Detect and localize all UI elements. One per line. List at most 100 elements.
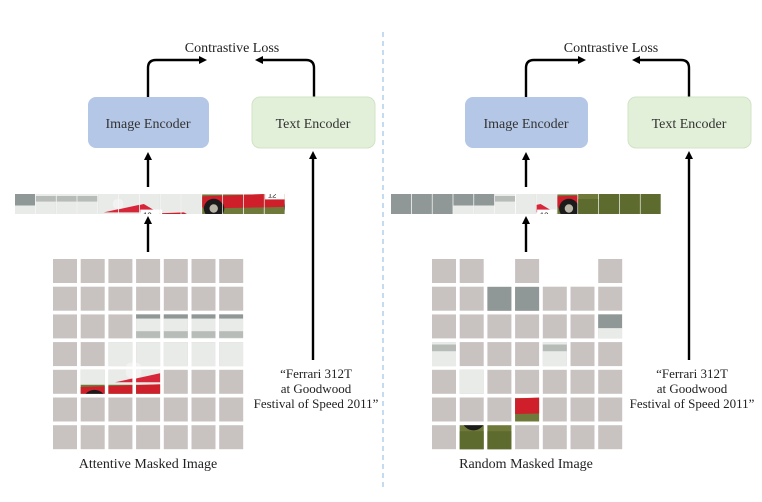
- attentive-masked-image-label: Attentive Masked Image: [79, 457, 217, 472]
- masked-patch: [53, 369, 77, 394]
- masked-patch: [570, 425, 595, 450]
- masked-patch: [191, 259, 216, 283]
- caption-line-3: Festival of Speed 2011”: [630, 396, 755, 411]
- masked-patch: [53, 397, 77, 422]
- masked-patch: [219, 397, 244, 422]
- image-encoder-label: Image Encoder: [483, 117, 568, 132]
- text-encoder-label: Text Encoder: [652, 117, 727, 132]
- arrow-icon: [524, 56, 586, 97]
- text-encoder-box: [627, 96, 752, 149]
- masked-patch: [432, 314, 456, 339]
- masked-patch: [515, 369, 540, 394]
- masked-patch: [598, 397, 623, 422]
- masked-patch: [108, 286, 133, 311]
- masked-patch: [598, 425, 623, 450]
- masked-patch: [163, 286, 188, 311]
- masked-patch: [219, 259, 244, 283]
- masked-patch: [191, 286, 216, 311]
- image-encoder-box: [465, 97, 588, 148]
- masked-patch: [432, 425, 456, 450]
- masked-patch: [80, 342, 105, 367]
- masked-patch: [542, 286, 567, 311]
- masked-patch: [459, 342, 484, 367]
- masked-patch: [432, 369, 456, 394]
- masked-patch: [487, 369, 512, 394]
- masked-patch: [53, 342, 77, 367]
- masked-patch: [570, 286, 595, 311]
- masked-patch: [598, 369, 623, 394]
- masked-patch: [108, 425, 133, 450]
- masked-patch: [515, 259, 540, 283]
- arrow-icon: [255, 56, 316, 97]
- masked-patch: [432, 259, 456, 283]
- image-encoder-label: Image Encoder: [105, 117, 190, 132]
- masked-patch: [570, 342, 595, 367]
- masked-patch: [542, 397, 567, 422]
- contrastive-loss-label: Contrastive Loss: [185, 41, 280, 56]
- masked-patch: [163, 369, 188, 394]
- masked-patch: [570, 397, 595, 422]
- masked-patch: [136, 259, 161, 283]
- masked-patch: [136, 397, 161, 422]
- caption-line-2: at Goodwood: [281, 381, 352, 396]
- caption-text: “Ferrari 312T at Goodwood Festival of Sp…: [630, 366, 755, 411]
- masked-patch: [219, 425, 244, 450]
- random-masked-image-label: Random Masked Image: [459, 457, 593, 472]
- right-panel: Contrastive Loss Image Encoder Text Enco…: [391, 41, 755, 472]
- masked-patch: [459, 314, 484, 339]
- text-encoder-box: [251, 96, 376, 149]
- masked-patch: [136, 286, 161, 311]
- masked-patch: [598, 342, 623, 367]
- masked-patch: [191, 425, 216, 450]
- masked-patch: [80, 425, 105, 450]
- contrastive-loss-label: Contrastive Loss: [564, 41, 659, 56]
- attentive-masked-grid: [53, 259, 244, 450]
- masked-patch: [53, 314, 77, 339]
- masked-patch: [598, 286, 623, 311]
- caption-line-2: at Goodwood: [657, 381, 728, 396]
- masked-patch: [487, 397, 512, 422]
- masked-patch: [136, 425, 161, 450]
- masked-patch: [570, 369, 595, 394]
- caption-line-3: Festival of Speed 2011”: [254, 396, 379, 411]
- masked-patch: [53, 286, 77, 311]
- masked-patch: [53, 259, 77, 283]
- masked-patch: [108, 314, 133, 339]
- masked-patch: [542, 314, 567, 339]
- masked-patch: [459, 397, 484, 422]
- masked-patch: [570, 314, 595, 339]
- text-encoder-label: Text Encoder: [276, 117, 351, 132]
- masked-patch: [515, 342, 540, 367]
- masked-patch: [515, 425, 540, 450]
- masked-patch: [163, 397, 188, 422]
- masked-patch: [219, 286, 244, 311]
- masked-patch: [459, 259, 484, 283]
- masked-patch: [219, 369, 244, 394]
- masked-patch: [542, 425, 567, 450]
- masked-patch: [432, 397, 456, 422]
- image-encoder-box: [88, 97, 209, 148]
- masked-patch: [163, 259, 188, 283]
- masked-patch: [163, 425, 188, 450]
- random-masked-grid: [432, 259, 623, 450]
- masked-patch: [80, 397, 105, 422]
- masked-patch: [487, 314, 512, 339]
- masked-patch: [80, 314, 105, 339]
- masked-patch: [53, 425, 77, 450]
- masked-patch: [108, 259, 133, 283]
- masked-patch: [80, 259, 105, 283]
- caption-text: “Ferrari 312T at Goodwood Festival of Sp…: [254, 366, 379, 411]
- masked-patch: [191, 369, 216, 394]
- masked-patch: [542, 369, 567, 394]
- masked-patch: [108, 397, 133, 422]
- masked-patch: [432, 286, 456, 311]
- masked-patch: [191, 397, 216, 422]
- masked-patch: [515, 314, 540, 339]
- masked-patch: [459, 286, 484, 311]
- masked-patch: [80, 286, 105, 311]
- caption-line-1: “Ferrari 312T: [656, 366, 728, 381]
- masked-patch: [598, 259, 623, 283]
- arrow-icon: [146, 56, 207, 97]
